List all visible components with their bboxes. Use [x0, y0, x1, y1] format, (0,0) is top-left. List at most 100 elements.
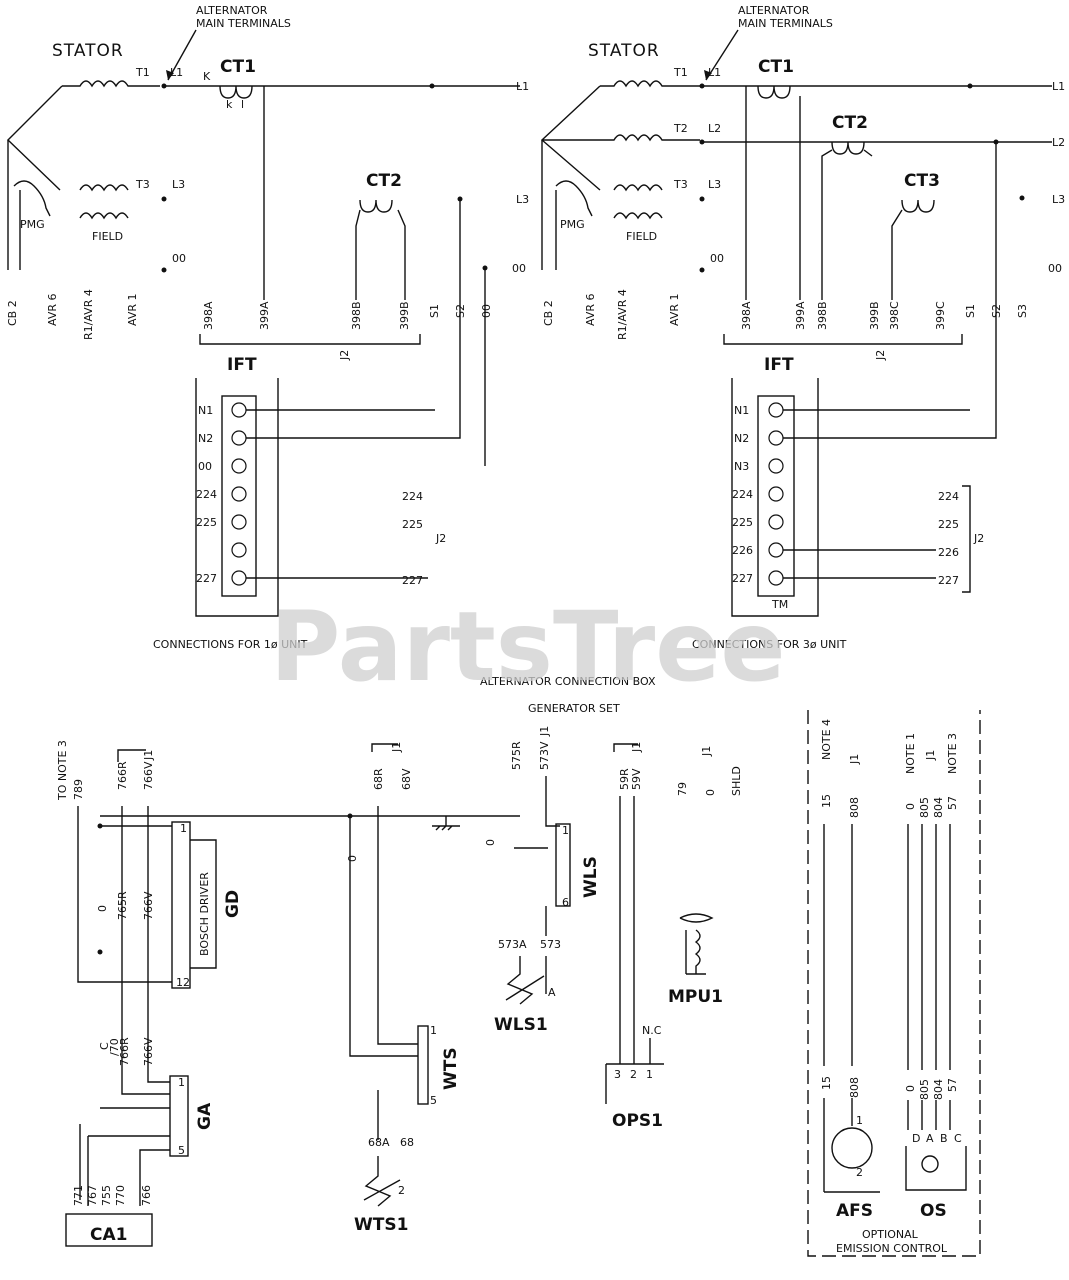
right-l3-terminal — [699, 196, 705, 202]
right-j2-bracket — [723, 334, 963, 345]
svg-text:R1/AVR 4: R1/AVR 4 — [82, 289, 95, 340]
wts-label: WTS — [441, 1047, 461, 1090]
left-ct1-k: K — [203, 70, 211, 83]
right-ct2-coil — [831, 141, 865, 155]
wls-wire-0: 0 — [484, 839, 497, 846]
wls-connector — [555, 823, 571, 907]
right-star-tail — [541, 140, 557, 270]
ga-wire-766r: 766R — [118, 1037, 131, 1066]
wts-j1-bracket — [371, 743, 398, 752]
right-alt-terminals-line1: ALTERNATOR — [738, 4, 810, 17]
svg-text:399A: 399A — [258, 301, 271, 330]
svg-text:398A: 398A — [202, 301, 215, 330]
emission-control-label: EMISSION CONTROL — [836, 1242, 948, 1255]
svg-text:399C: 399C — [934, 301, 947, 330]
gd-789-wire — [77, 806, 172, 983]
left-field-label: FIELD — [92, 230, 123, 243]
svg-text:CB 2: CB 2 — [542, 300, 555, 326]
left-t1-label: T1 — [135, 66, 150, 79]
right-t3-coil — [613, 184, 663, 192]
wls-j1-label: J1 — [538, 726, 551, 737]
ground-symbol — [432, 816, 460, 831]
left-alt-terminals-line1: ALTERNATOR — [196, 4, 268, 17]
os-wire-804: 804 — [932, 797, 945, 818]
svg-text:N2: N2 — [734, 432, 749, 445]
svg-text:226: 226 — [732, 544, 753, 557]
left-alternator: STATOR ALTERNATOR MAIN TERMINALS T1 L1 L… — [6, 4, 529, 651]
right-ct1-coil — [757, 85, 791, 99]
left-caption: CONNECTIONS FOR 1ø UNIT — [153, 638, 308, 651]
right-arrow-head — [704, 70, 712, 80]
wts-wire-68r: 68R — [372, 768, 385, 790]
gd-j1-bracket — [117, 749, 146, 762]
right-pmg-coil — [555, 180, 593, 217]
right-ct1-leads — [745, 86, 801, 300]
os-wire-805: 805 — [918, 797, 931, 818]
wts-j1-label: J1 — [390, 742, 403, 753]
ops1-label: OPS1 — [612, 1111, 663, 1131]
optional-label: OPTIONAL — [862, 1228, 919, 1241]
ops-wire-59v: 59V — [630, 768, 643, 790]
right-t3-label: T3 — [673, 178, 688, 191]
gd-766-wires — [121, 806, 149, 1076]
wts-wire-0: 0 — [346, 855, 359, 862]
afs-label: AFS — [836, 1201, 873, 1221]
os-note3: NOTE 3 — [946, 733, 959, 774]
right-terminal-arrow — [705, 29, 739, 81]
svg-text:AVR 6: AVR 6 — [584, 294, 597, 326]
mpu-wire-79: 79 — [676, 782, 689, 796]
left-ift-label: IFT — [227, 355, 257, 375]
right-j2-out-bracket — [962, 485, 971, 593]
svg-text:224: 224 — [196, 488, 217, 501]
svg-text:766: 766 — [140, 1185, 153, 1206]
gd-mid-0: 0 — [96, 905, 109, 912]
os-body — [905, 1146, 967, 1191]
mpu1-label: MPU1 — [668, 987, 723, 1007]
svg-text:225: 225 — [196, 516, 217, 529]
ops-j1-label: J1 — [630, 742, 643, 753]
wls1-pin-a: A — [548, 986, 556, 999]
svg-text:771: 771 — [72, 1185, 85, 1206]
os-pin-a: A — [926, 1132, 934, 1145]
left-l3-label: L3 — [172, 178, 185, 191]
svg-text:224: 224 — [732, 488, 753, 501]
left-pmg-coil — [13, 180, 51, 217]
left-ct1-coil — [219, 85, 253, 99]
left-j2-out-label: J2 — [435, 532, 446, 545]
generator-set-section: TO NOTE 3 789 766R 766V J1 1 12 BOSCH DR… — [56, 710, 981, 1257]
svg-text:AVR 1: AVR 1 — [668, 294, 681, 326]
ca1-connector — [65, 1213, 153, 1247]
wls1-sensor — [505, 956, 547, 1005]
left-star-tail — [7, 140, 21, 270]
ops-wire-59r: 59R — [618, 768, 631, 790]
gd-mid-765r: 765R — [116, 891, 129, 920]
os-j1-label: J1 — [924, 750, 937, 761]
left-pmg-label: PMG — [20, 218, 45, 231]
left-out-224: 224 — [402, 490, 423, 503]
right-l1-label: L1 — [708, 66, 721, 79]
wls-label: WLS — [581, 856, 601, 898]
wts-connector — [417, 1025, 429, 1105]
gd-bosch-driver: BOSCH DRIVER — [198, 872, 211, 956]
right-j2-label: J2 — [874, 350, 887, 361]
connection-box-title: ALTERNATOR CONNECTION BOX — [480, 675, 656, 688]
right-ift-output-wires — [783, 409, 970, 579]
afs-pin-2: 2 — [856, 1166, 863, 1179]
left-j2-label: J2 — [338, 350, 351, 361]
right-t1-label: T1 — [673, 66, 688, 79]
right-ift-pins: N1 N2 N3 224 225 226 227 — [732, 404, 753, 585]
gd-wire-766r: 766R — [116, 761, 129, 790]
afs-wire-808: 808 — [848, 797, 861, 818]
right-out-224: 224 — [938, 490, 959, 503]
svg-text:N2: N2 — [198, 432, 213, 445]
right-l1-junction — [967, 83, 973, 89]
gd-wire-789: 789 — [72, 779, 85, 800]
gd-mid-766v: 766V — [142, 891, 155, 920]
generator-set-title: GENERATOR SET — [528, 702, 620, 715]
gd-label: GD — [223, 890, 243, 918]
svg-text:399A: 399A — [794, 301, 807, 330]
svg-text:398B: 398B — [816, 301, 829, 330]
ga-label: GA — [195, 1102, 215, 1130]
os-lower-805: 805 — [918, 1079, 931, 1100]
svg-text:AVR 6: AVR 6 — [46, 294, 59, 326]
